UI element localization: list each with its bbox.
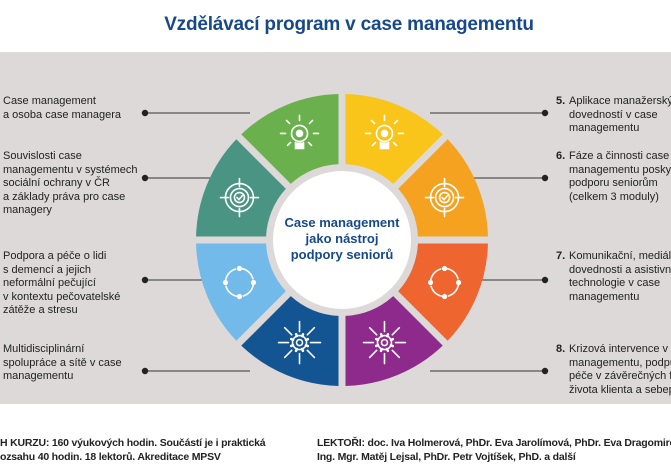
module-text-line: Komunikační, mediální: [569, 250, 671, 262]
module-text-line: v kontextu pečovatelské: [3, 290, 121, 303]
module-text-line: neformální pečující: [3, 277, 96, 290]
center-circle: [273, 171, 411, 309]
connector-dot: [541, 367, 549, 375]
module-text-line: Case management: [3, 95, 96, 107]
module-text-line: managementu: [569, 122, 640, 135]
ring-segment-6: [241, 296, 339, 386]
module-text-line: dovednosti a asistivní: [569, 263, 671, 276]
connector-dot: [141, 109, 149, 117]
module-text-line: managementu: [3, 370, 74, 383]
module-text-line: spolupráce a sítě v case: [3, 356, 122, 369]
module-item-5: 5.Aplikace manažerskýchdovedností v case…: [556, 95, 671, 136]
module-text-line: managementu v systémech: [3, 163, 138, 176]
connector-dot: [541, 109, 549, 117]
center-label-line: Case management: [284, 215, 400, 230]
connector-dot: [141, 367, 149, 375]
module-text-line: technologie v case: [569, 277, 661, 290]
module-text-line: managementu, podpůrná: [569, 356, 671, 369]
module-text-line: dovedností v case: [569, 108, 658, 121]
module-text-line: sociální ochrany v ČR: [3, 177, 110, 190]
lecturers-line: LEKTOŘI: doc. Iva Holmerová, PhDr. Eva J…: [317, 437, 671, 449]
module-text-line: zátěže a stresu: [3, 304, 78, 317]
cycle-icon: [427, 265, 462, 300]
lightbulb-icon: [279, 114, 320, 150]
center-label: Case management jako nástroj podpory sen…: [272, 215, 412, 263]
module-text-line: podporu seniorům: [569, 177, 658, 190]
gear-arrows-icon: [362, 320, 407, 365]
lightbulb-icon: [364, 114, 405, 150]
module-text-line: managementu: [569, 290, 640, 303]
lecturers-info: LEKTOŘI: doc. Iva Holmerová, PhDr. Eva J…: [317, 436, 671, 464]
gear-arrows-icon: [277, 320, 322, 365]
module-text-line: (celkem 3 moduly): [569, 190, 659, 203]
module-text-line: a osoba case managera: [3, 108, 122, 121]
module-number: 8.: [556, 343, 566, 355]
module-text-line: a základy práva pro case: [3, 190, 126, 203]
course-info: H KURZU: 160 výukových hodin. Součástí j…: [0, 436, 266, 464]
module-text-line: Souvislosti case: [3, 150, 82, 162]
ring-segment-1: [241, 94, 339, 184]
lecturers-line: Ing. Mgr. Matěj Lejsal, PhDr. Petr Vojtí…: [317, 451, 576, 463]
cycle-icon: [222, 265, 257, 300]
module-item-8: 8.Krizová intervence v casemanagementu, …: [556, 343, 671, 397]
connector-dot: [141, 276, 149, 284]
module-text-line: péče v závěrečných fázích: [569, 370, 671, 383]
module-text-line: Fáze a činnosti case: [569, 150, 670, 162]
connector-dot: [541, 276, 549, 284]
connector-dot: [541, 174, 549, 182]
target-icon: [219, 177, 260, 218]
ring-segment-2: [345, 94, 443, 184]
connector-dot: [141, 174, 149, 182]
ring-segment-4: [398, 243, 488, 341]
module-text-line: s demencí a jejich: [3, 263, 92, 276]
target-icon: [424, 177, 465, 218]
course-info-line: ozsahu 40 hodin. 18 lektorů. Akreditace …: [0, 451, 221, 463]
module-text-line: života klienta a sebepéče: [569, 383, 671, 396]
module-text: Aplikace manažerskýchdovedností v casema…: [556, 95, 671, 136]
module-text-line: Podpora a péče o lidi: [3, 250, 107, 262]
ring-segment-7: [196, 243, 286, 341]
course-info-line: H KURZU: 160 výukových hodin. Součástí j…: [0, 437, 266, 449]
module-number: 7.: [556, 250, 566, 262]
module-number: 6.: [556, 150, 566, 162]
module-text-line: managementu poskytující: [569, 163, 671, 176]
module-number: 5.: [556, 95, 566, 107]
center-label-line: jako nástroj: [305, 231, 379, 246]
module-text-line: Krizová intervence v case: [569, 343, 671, 355]
ring-segment-5: [345, 296, 443, 386]
center-label-line: podpory seniorů: [290, 247, 394, 262]
module-text-line: Multidisciplinární: [3, 343, 85, 355]
module-text-line: managery: [3, 204, 52, 217]
module-text-line: Aplikace manažerských: [569, 95, 671, 107]
page-title: Vzdělávací program v case managementu: [164, 14, 534, 35]
